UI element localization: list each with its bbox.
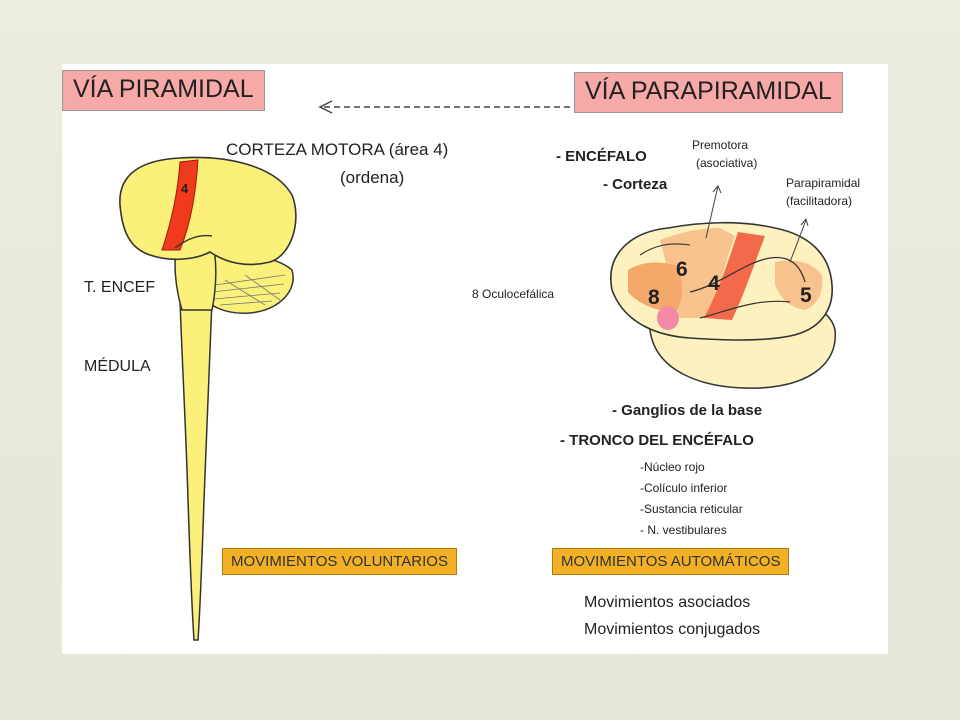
premotora-label: Premotora — [692, 138, 749, 152]
dashed-arrow — [318, 100, 570, 114]
premotora-sub: (asociativa) — [696, 156, 758, 170]
parapyramidal-title: VÍA PARAPIRAMIDAL — [574, 72, 843, 113]
encefalo-label: - ENCÉFALO — [556, 148, 647, 165]
area-6-label: 6 — [676, 258, 688, 281]
voluntary-movements-label: MOVIMIENTOS VOLUNTARIOS — [222, 548, 457, 575]
brainstem-label: T. ENCEF — [84, 279, 156, 296]
oculocefalica-label: 8 Oculocefálica — [472, 287, 555, 301]
area-8-label: 8 — [648, 286, 660, 309]
automatic-movements-label: MOVIMIENTOS AUTOMÁTICOS — [552, 548, 790, 575]
area-5-label: 5 — [800, 284, 812, 307]
motor-cortex-label: CORTEZA MOTORA (área 4) — [226, 140, 449, 159]
motor-cortex-area — [161, 159, 199, 251]
conjugated-movements: Movimientos conjugados — [584, 621, 761, 638]
motor-cortex-sub: (ordena) — [340, 168, 405, 187]
corteza-label: - Corteza — [603, 176, 668, 193]
ganglios-label: - Ganglios de la base — [612, 402, 763, 419]
pyramidal-title: VÍA PIRAMIDAL — [62, 70, 265, 111]
coliculo-item: -Colículo inferior — [640, 481, 728, 495]
parapiramidal-label: Parapiramidal — [786, 176, 861, 190]
parapyramidal-brain — [610, 185, 836, 389]
associated-movements: Movimientos asociados — [584, 594, 751, 611]
vestibulares-item: - N. vestibulares — [640, 523, 727, 537]
spinal-cord-label: MÉDULA — [84, 358, 151, 375]
encefalo-text: - ENCÉFALO — [556, 148, 647, 165]
parapiramidal-sub: (facilitadora) — [786, 194, 853, 208]
motor-area-number: 4 — [181, 181, 189, 196]
pyramidal-brain — [119, 156, 297, 641]
tronco-label: - TRONCO DEL ENCÉFALO — [560, 432, 754, 449]
cerebrum — [119, 156, 297, 266]
cerebellum-folia — [211, 274, 286, 306]
spinal-cord — [179, 299, 213, 641]
sustancia-item: -Sustancia reticular — [640, 502, 743, 516]
nucleo-rojo-item: -Núcleo rojo — [640, 460, 705, 474]
area-4-label: 4 — [708, 272, 720, 295]
